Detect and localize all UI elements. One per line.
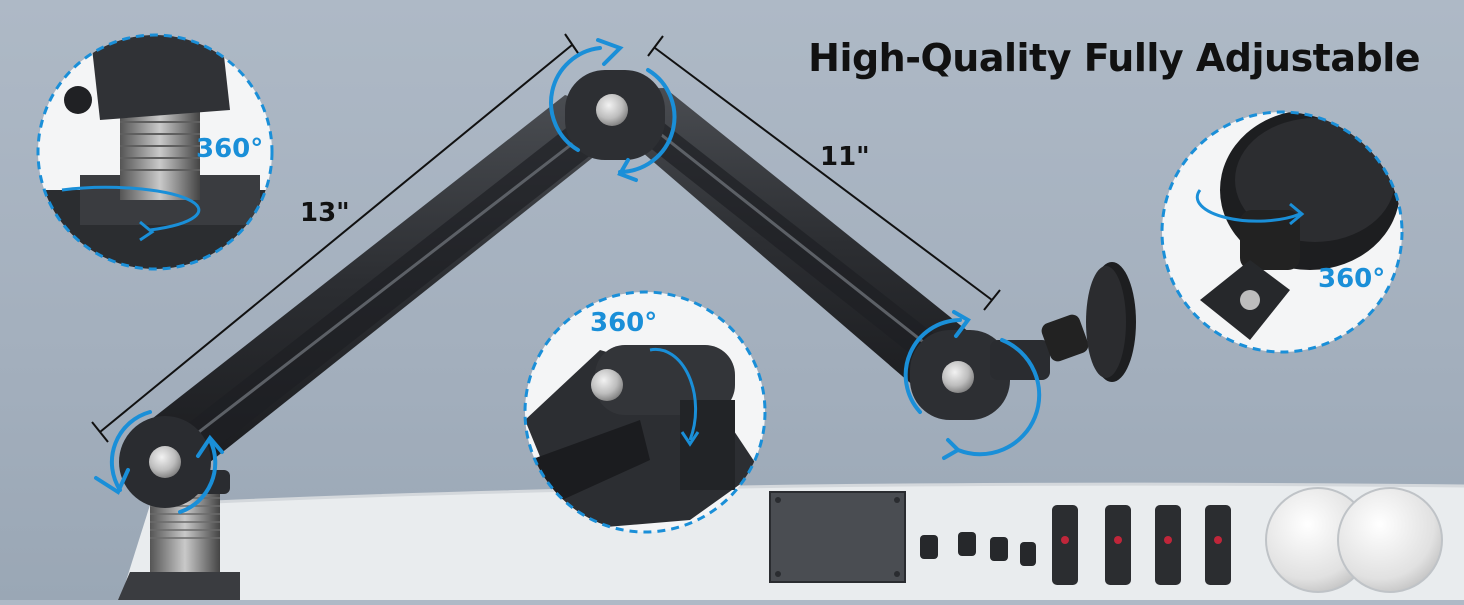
detail-circle-mount <box>1160 110 1404 354</box>
elbow-joint <box>565 70 665 160</box>
base-rotation-label: 360° <box>196 134 264 164</box>
upper-arm <box>570 88 1010 400</box>
mount-rotation-label: 360° <box>1318 264 1386 294</box>
head-joint <box>910 330 1050 420</box>
dimension-line-lower <box>91 33 581 443</box>
headline: High-Quality Fully Adjustable <box>808 36 1420 80</box>
base-joint <box>119 416 211 508</box>
joint-rotation-label: 360° <box>590 308 658 338</box>
rotation-arrow-base <box>94 410 224 514</box>
lower-arm <box>125 95 640 470</box>
detail-circle-base <box>36 33 274 271</box>
mounting-plate <box>769 491 906 583</box>
lower-arm-length-label: 13" <box>300 198 350 228</box>
screws <box>920 532 1036 566</box>
dimension-line-upper <box>647 35 1001 311</box>
wall-anchors <box>1052 505 1231 585</box>
upper-arm-length-label: 11" <box>820 142 870 172</box>
rotation-arrow-head <box>903 310 1042 460</box>
adhesive-discs <box>1265 487 1443 593</box>
mount-head <box>1041 262 1136 382</box>
rotation-arrow-elbow <box>549 38 677 182</box>
detail-circle-joint <box>523 290 767 534</box>
